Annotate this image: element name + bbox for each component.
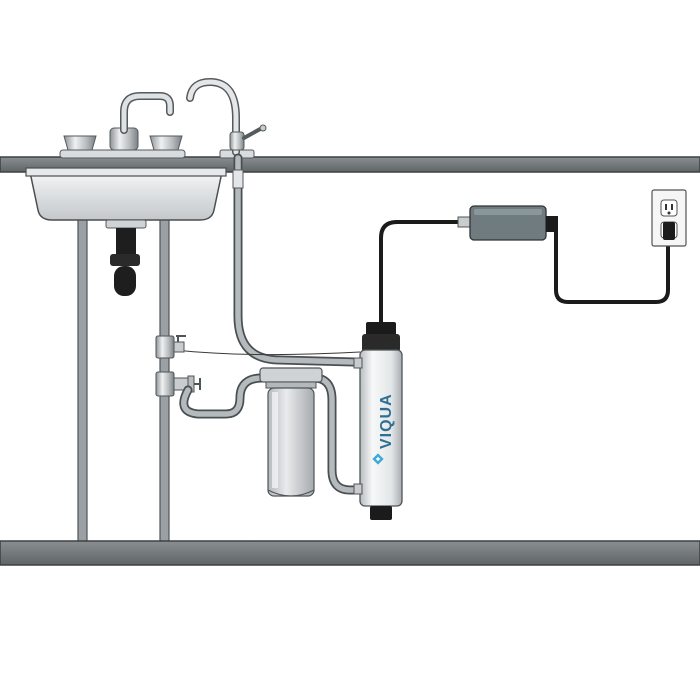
uv-chamber: VIQUA bbox=[353, 322, 403, 520]
faucet bbox=[59, 92, 186, 159]
filter-to-uv-hose bbox=[309, 373, 363, 495]
power-supply bbox=[469, 205, 558, 241]
viqua-logo-icon bbox=[372, 453, 384, 465]
sink-basin bbox=[25, 167, 227, 221]
sensor-wire bbox=[174, 349, 361, 356]
outlet-power-cord bbox=[554, 232, 670, 304]
sediment-filter bbox=[259, 367, 323, 497]
inlet-hose bbox=[179, 373, 277, 419]
faucet-supply-line bbox=[232, 153, 359, 367]
wall-outlet bbox=[651, 189, 687, 247]
uv-power-cord bbox=[379, 216, 471, 322]
cabinet-floor bbox=[0, 540, 700, 566]
shutoff-valves bbox=[155, 335, 201, 397]
drinking-water-faucet bbox=[186, 77, 267, 159]
cabinet-left-leg bbox=[77, 217, 88, 544]
sink-drain bbox=[105, 219, 147, 296]
brand-label: VIQUA bbox=[378, 393, 395, 449]
